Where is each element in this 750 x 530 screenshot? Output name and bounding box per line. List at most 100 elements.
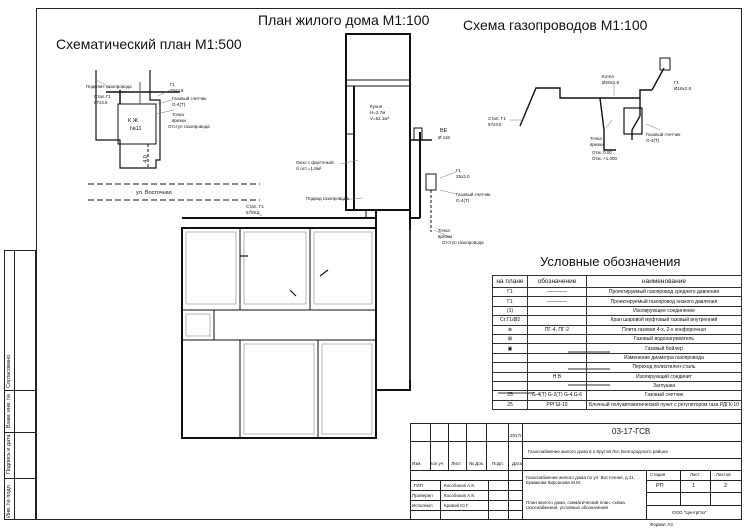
stamp-year: 2017г. xyxy=(510,433,523,438)
legend-name-cell: Кран шаровой муфтовый газовый внутренний xyxy=(585,315,743,326)
stamp-sheet-header: Лист xyxy=(690,472,700,477)
stamp-col-count: Кол.уч xyxy=(429,461,444,466)
stamp-col-date: Дата xyxy=(512,461,522,466)
scheme-top-size: Ø20х2.8 xyxy=(602,80,620,85)
vent-area: S ост.=1,8м² xyxy=(296,166,322,171)
legend-name-cell: Переход полиэтилен-сталь xyxy=(585,362,743,373)
scheme-top-label: Котел xyxy=(602,74,615,79)
plan-g1-size: 25х3.0 xyxy=(456,174,470,179)
legend-name-cell: Плита газовая 4-х, 2-х конфорочная xyxy=(585,324,743,335)
legend-plan-cell xyxy=(492,371,528,382)
legend-name-cell: Изолирующий соединит xyxy=(585,371,743,382)
role-gip: ГИП xyxy=(414,483,423,488)
legend-symbol-cell xyxy=(526,333,587,345)
stamp-sheets-header: Листов xyxy=(716,472,731,477)
role-gip-name: Кособоков А.К. xyxy=(444,483,476,488)
legend-row: ▣Газовый бойлер xyxy=(492,343,743,354)
legend-row: ⊠ Газовый водонагреватель xyxy=(492,333,743,345)
role-checker-name: Кособоков А.К. xyxy=(444,493,476,498)
plan-meter-model: G-4(T) xyxy=(456,198,470,203)
legend-title: Условные обозначения xyxy=(540,254,681,269)
legend-symbol-cell: G-4(T) G-2(T) G-4,G-6 xyxy=(526,390,587,401)
legend-plan-cell: 25 xyxy=(492,399,528,411)
role-author-name: Кривой Ю.Г. xyxy=(444,503,470,508)
kitchen-volume: V=62.1м³ xyxy=(370,116,389,121)
legend-row: Г1————Проектируемый газопровод среднего … xyxy=(492,286,743,298)
plan-point-label-2: врезки xyxy=(438,234,452,239)
legend-plan-cell xyxy=(492,380,528,392)
street-label: ул. Восточная xyxy=(136,190,172,196)
schematic-connect-label: Подключ газопровода xyxy=(86,84,132,89)
legend-header-plan: на плане xyxy=(492,275,528,288)
drawing-code: 03-17-ГСВ xyxy=(612,427,651,436)
stamp-col-change: Изм. xyxy=(412,461,422,466)
plan-meter-label: Газовый счетчик xyxy=(456,192,491,197)
valve-size: Ø 118 xyxy=(438,135,450,140)
role-checker: Проверил xyxy=(412,493,433,498)
house-plan-title: План жилого дома М1:100 xyxy=(258,12,430,28)
legend-row: Переход полиэтилен-сталь xyxy=(492,362,743,373)
schematic-building-number: №11 xyxy=(130,126,142,132)
legend-table: на плане обозначение наименование Г1————… xyxy=(492,275,743,411)
valve-label: ВЕ xyxy=(440,128,448,134)
object-address: Газоснабжение жилого дома по ул. Восточн… xyxy=(526,475,635,485)
legend-plan-cell xyxy=(492,362,528,373)
scheme-meter-label: Газовый счетчик xyxy=(646,132,681,137)
sidebar-signature-date: Подпись и дата xyxy=(6,434,12,474)
plan-pipe-label: Стал. Г1 xyxy=(246,204,264,209)
drawing-frame xyxy=(36,8,742,520)
stamp-sheets: 2 xyxy=(724,483,728,489)
legend-plan-cell: ⊠ xyxy=(492,333,528,345)
schematic-point-label: Точка xyxy=(172,112,184,117)
legend-symbol-cell: РРГШ-10 xyxy=(526,399,587,411)
organization: ООО "ЦентрГаз" xyxy=(672,510,707,515)
legend-symbol-cell: ПГ-4, ПГ-2 xyxy=(526,324,587,335)
binding-strip xyxy=(4,250,36,520)
legend-header-symbol: обозначение xyxy=(526,275,587,288)
scheme-pipe-label: Стал. Г1 xyxy=(488,116,506,121)
legend-name-cell: Заглушка xyxy=(585,380,743,392)
legend-symbol-cell: ———— xyxy=(526,286,587,298)
legend-plan-cell: (1) xyxy=(492,305,528,317)
sidebar-agreed: Согласовано xyxy=(6,354,12,388)
scheme-right-size: Ø16х2.8 xyxy=(674,86,692,91)
legend-plan-cell: Г1 xyxy=(492,296,528,307)
plan-outlet-label: Отступ газопровода xyxy=(442,240,484,245)
legend-name-cell: Проектируемый газопровод среднего давлен… xyxy=(585,286,743,298)
schematic-point-label-2: врезки xyxy=(172,118,186,123)
kitchen-height: H=2.7м xyxy=(370,110,386,115)
project-title: Газоснабжение жилого дома в п.Крутой Лог… xyxy=(528,449,668,454)
legend-plan-cell: Г1 xyxy=(492,286,528,298)
legend-symbol-cell xyxy=(526,315,587,326)
legend-header-name: наименование xyxy=(585,275,743,288)
legend-name-cell: Блочный полуавтоматический пункт с регул… xyxy=(585,399,743,411)
legend-row: Изменение диаметра газопровода xyxy=(492,352,743,364)
stamp-column-headers: Изм. Кол.уч Лист № Док. Подп. Дата xyxy=(412,461,522,466)
legend-row: Г1————Проектируемый газопровод низкого д… xyxy=(492,296,743,307)
schematic-pipe-size: 57х3.5 xyxy=(94,100,108,105)
schematic-outlet-label: Отступ газопровода xyxy=(168,124,210,129)
schematic-plan-title: Схематический план М1:500 xyxy=(56,36,242,52)
scheme-elevation-2: Отм. +1.000 xyxy=(592,156,618,161)
stamp-sheet: 1 xyxy=(692,483,696,489)
sheet-description: План жилого дома, схематический план, сх… xyxy=(526,500,625,510)
legend-name-cell: Газовый водонагреватель xyxy=(585,333,743,345)
legend-name-cell: Газовый счетчик xyxy=(585,390,743,401)
schematic-building-label: К.Ж. xyxy=(128,118,140,124)
scheme-meter-model: G-4(T) xyxy=(646,138,660,143)
legend-symbol-cell: Н В xyxy=(526,371,587,382)
sidebar-inv-number: Инв. № подл. xyxy=(6,483,12,518)
kitchen-label: Кухня xyxy=(370,104,383,109)
plan-point-label: Точка xyxy=(438,228,450,233)
legend-plan-cell: ▣ xyxy=(492,343,528,354)
scheme-point-label: Точка xyxy=(590,136,602,141)
paper-format: Формат А3 xyxy=(650,522,673,527)
legend-name-cell: Изменение диаметра газопровода xyxy=(585,352,743,364)
stamp-col-sign: Подп. xyxy=(492,461,504,466)
plan-pipe-size: 57х3.5 xyxy=(246,210,260,215)
stamp-col-doc: № Док. xyxy=(469,461,484,466)
